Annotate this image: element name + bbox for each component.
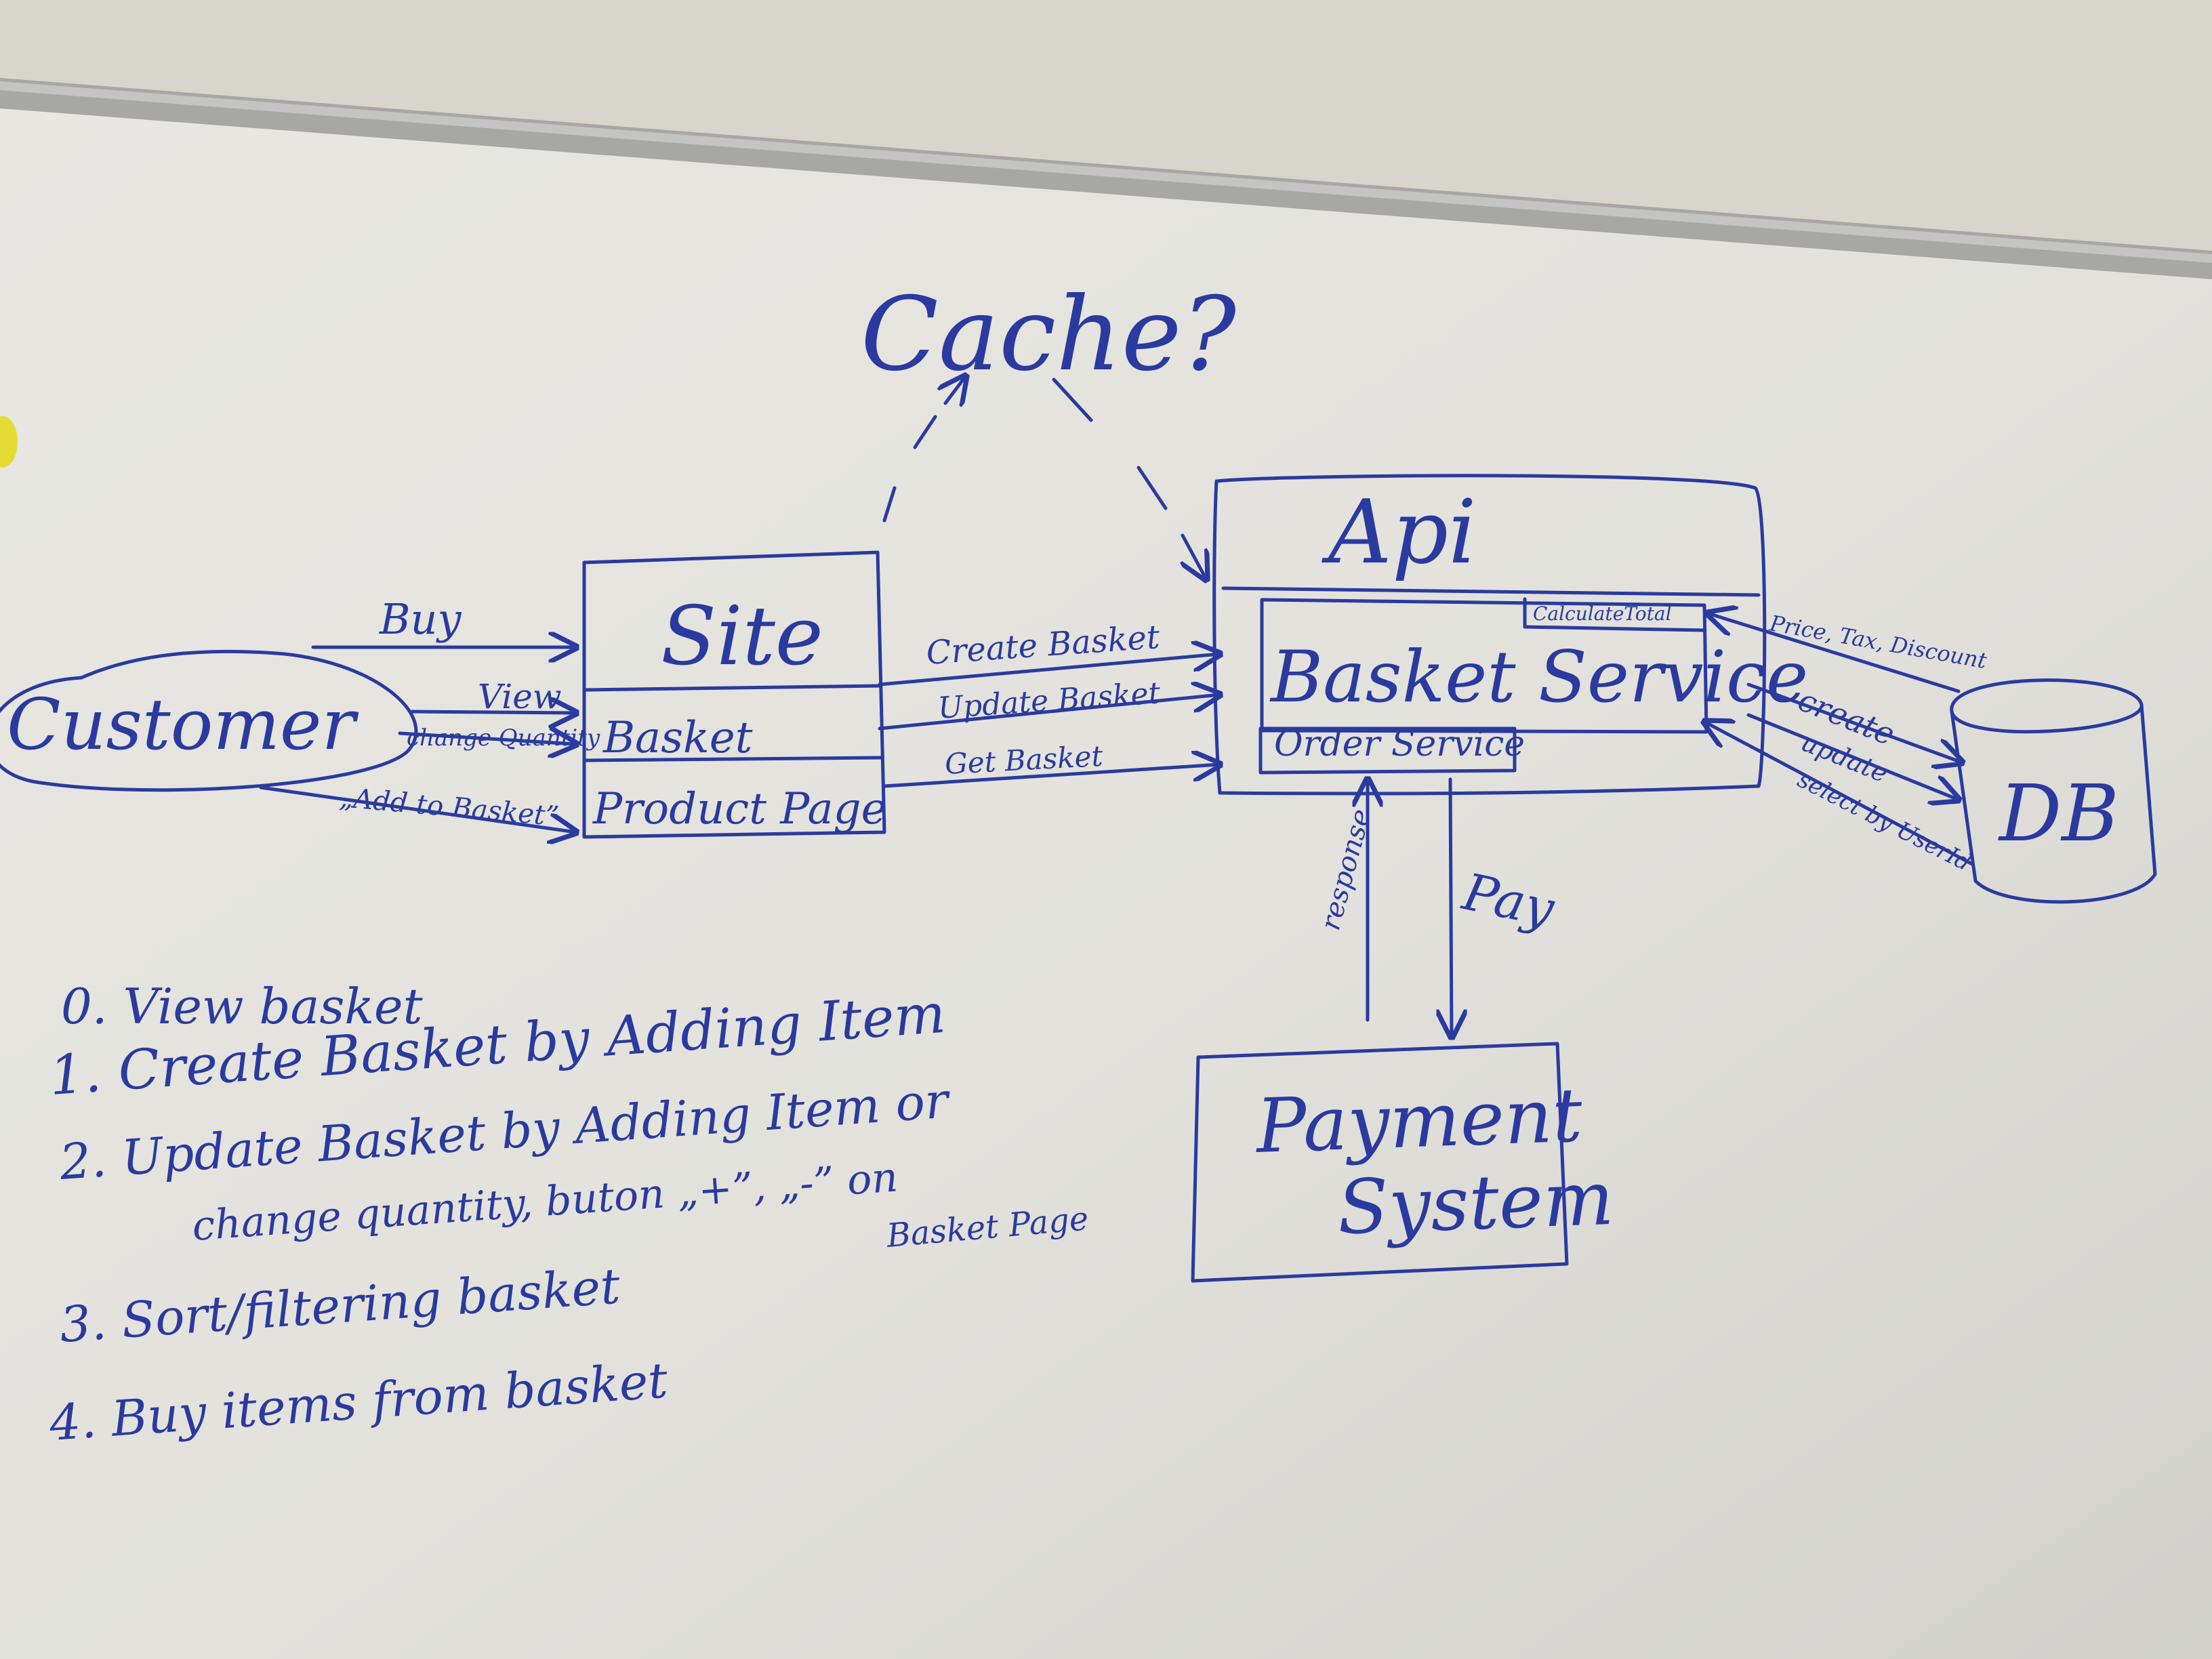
site-basket-label: Basket	[602, 713, 753, 763]
edge-pay	[1450, 777, 1452, 1037]
edge-site-cache	[882, 376, 966, 523]
edge-label-get-basket: Get Basket	[944, 739, 1104, 781]
edge-cache-api	[1052, 377, 1206, 579]
api-divider	[1221, 586, 1761, 597]
edge-label-buy: Buy	[379, 594, 462, 644]
cache-label: Cache?	[861, 276, 1237, 394]
payment-system-label-2: System	[1336, 1155, 1615, 1251]
edge-update-basket	[878, 695, 1220, 731]
site-divider-product	[584, 756, 884, 762]
whiteboard	[0, 102, 2212, 1659]
customer-label: Customer	[7, 683, 359, 766]
edge-label-change-quantity: change Quantity	[407, 724, 600, 752]
api-label: Api	[1322, 480, 1477, 583]
edge-create	[1746, 682, 1962, 762]
site-box	[582, 550, 886, 839]
edge-add-to-basket	[259, 785, 576, 832]
edge-get-basket	[882, 764, 1220, 788]
edge-change-quantity	[398, 733, 576, 744]
site-label: Site	[661, 590, 823, 684]
site-product-page-label: Product Page	[592, 784, 886, 834]
site-divider-basket	[584, 684, 883, 692]
db-node	[1950, 678, 2157, 904]
payment-system-box	[1191, 1042, 1569, 1283]
calculate-total-label: CalculateTotal	[1533, 602, 1672, 625]
customer-node	[0, 649, 418, 792]
edge-select-by-userid	[1704, 722, 1974, 866]
edge-create-basket	[878, 654, 1220, 687]
order-service-label: Order Service	[1274, 724, 1525, 764]
edge-price-tax-discount	[1708, 613, 1961, 693]
calculate-total-box	[1523, 597, 1707, 632]
edge-label-view: View	[478, 677, 562, 716]
magnet-icon	[0, 416, 18, 468]
edge-view	[410, 712, 576, 713]
db-label: DB	[1998, 769, 2119, 859]
note-item: 0. View basket	[61, 978, 424, 1035]
basket-service-label: Basket Service	[1269, 636, 1808, 718]
order-service-box	[1258, 726, 1517, 775]
api-box	[1212, 474, 1767, 796]
payment-system-label-1: Payment	[1253, 1071, 1584, 1170]
edge-update	[1746, 713, 1959, 800]
